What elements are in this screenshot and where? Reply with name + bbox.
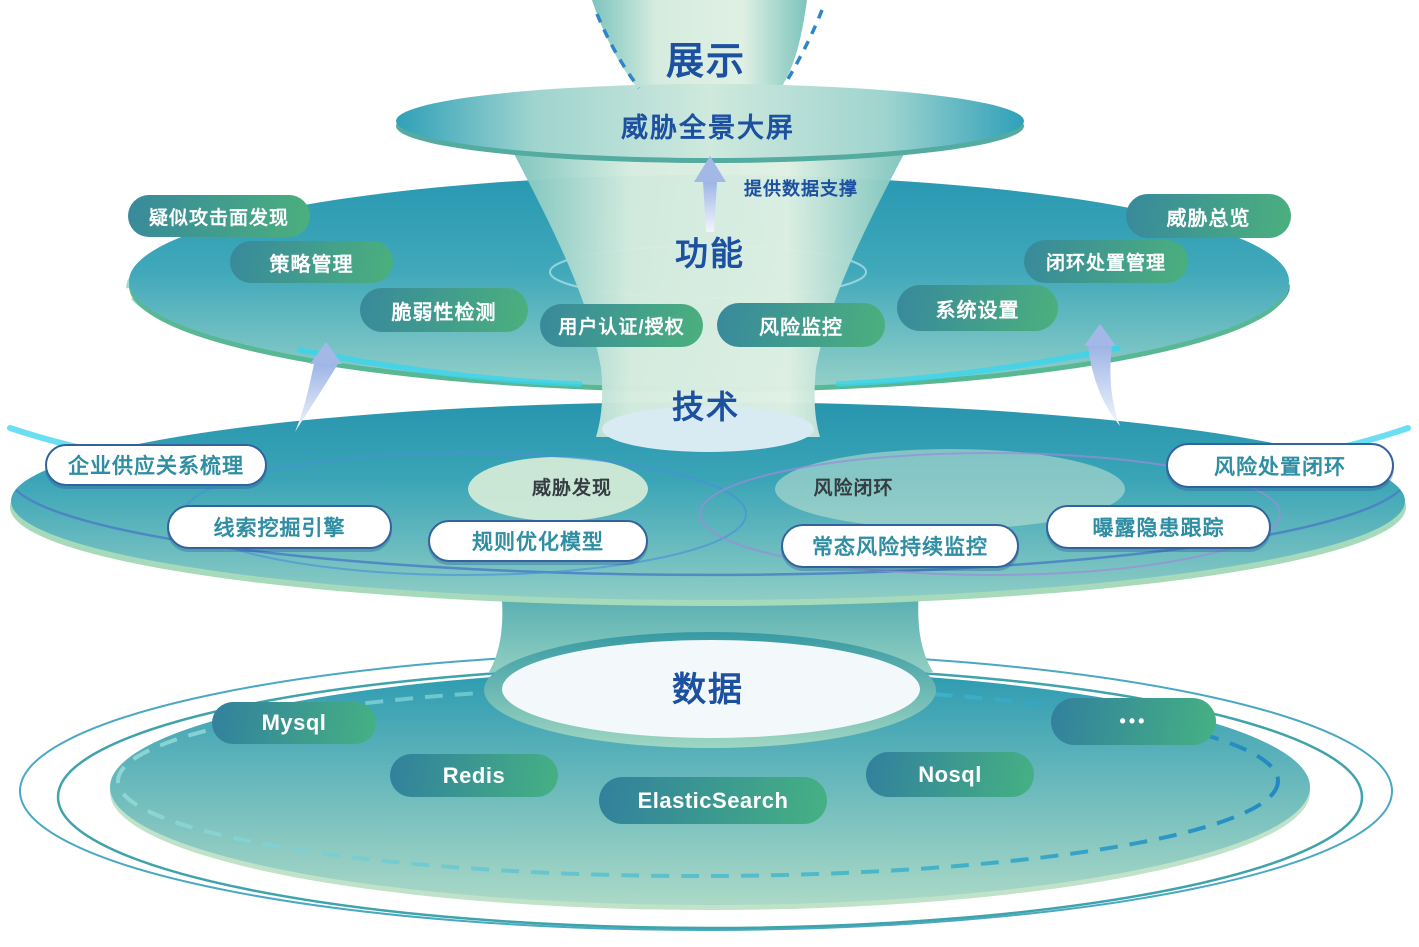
function-pill-vulnerability-detection: 脆弱性检测 [360, 288, 528, 332]
data-pill-redis: Redis [390, 754, 558, 797]
data-pill-elasticsearch: ElasticSearch [599, 777, 827, 824]
data-support-note: 提供数据支撑 [744, 179, 858, 199]
display-layer-title: 展示 [665, 40, 746, 83]
tech-pill-exposure-tracking: 曝露隐患跟踪 [1046, 505, 1271, 549]
tech-pill-rule-optimization-model: 规则优化模型 [428, 520, 648, 562]
function-pill-suspected-attack-surface: 疑似攻击面发现 [128, 195, 310, 237]
function-pill-user-auth: 用户认证/授权 [540, 304, 703, 347]
data-pill-more: ••• [1051, 698, 1216, 745]
tech-pill-supply-relationship: 企业供应关系梳理 [45, 444, 267, 486]
tech-pill-risk-disposal-loop: 风险处置闭环 [1166, 443, 1394, 488]
data-pill-mysql: Mysql [212, 702, 376, 744]
technology-layer-title: 技术 [671, 389, 740, 425]
tech-area-label-risk-loop: 风险闭环 [813, 477, 894, 499]
data-layer-title: 数据 [672, 670, 744, 709]
function-pill-policy-management: 策略管理 [230, 241, 393, 283]
data-pill-nosql: Nosql [866, 752, 1034, 797]
function-pill-threat-overview: 威胁总览 [1126, 194, 1291, 238]
up-arrow-left-icon [295, 342, 342, 432]
display-screen-label: 威胁全景大屏 [621, 112, 795, 143]
tech-area-label-threat-discovery: 威胁发现 [531, 477, 612, 499]
up-arrow-center-icon [694, 156, 726, 232]
up-arrow-right-icon [1084, 324, 1120, 426]
tech-pill-continuous-risk-monitoring: 常态风险持续监控 [781, 524, 1019, 568]
function-layer-title: 功能 [675, 235, 745, 272]
function-pill-closed-loop-management: 闭环处置管理 [1024, 240, 1188, 283]
tech-pill-clue-mining-engine: 线索挖掘引擎 [167, 505, 392, 549]
function-pill-risk-monitoring: 风险监控 [717, 303, 885, 347]
function-pill-system-settings: 系统设置 [897, 285, 1058, 331]
